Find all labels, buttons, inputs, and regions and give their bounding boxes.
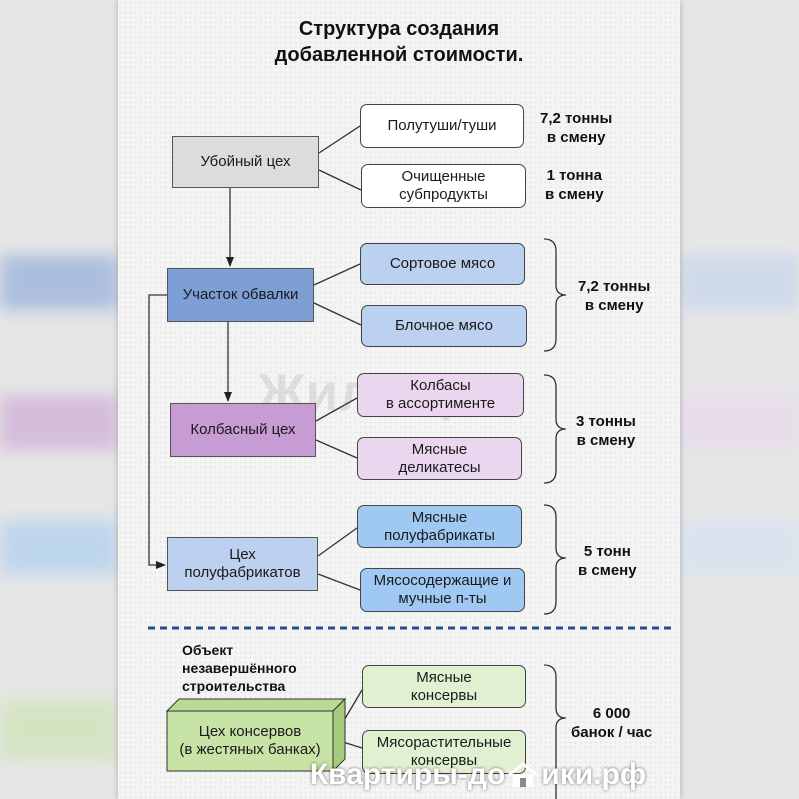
site-watermark: Квартиры-до ики.рф (309, 758, 647, 791)
connector-line (313, 263, 361, 286)
brace (543, 374, 567, 484)
connector-line (317, 573, 361, 591)
sausage-shop-box: Колбасный цех (170, 403, 316, 457)
connector-line (315, 439, 358, 459)
grade-meat-pill: Сортовое мясо (360, 243, 525, 285)
connector-line (318, 125, 361, 154)
arrow-deboning-to-semi (148, 294, 167, 569)
connector-line (342, 741, 363, 749)
slaughter-shop-box: Убойный цех (172, 136, 319, 188)
brace (543, 504, 567, 615)
connector-line (317, 527, 358, 557)
diagram-title: Структура создания добавленной стоимости… (274, 18, 524, 66)
connector-line (318, 169, 362, 191)
cannery-3d-box (165, 697, 347, 773)
brace (543, 664, 567, 799)
unfinished-construction-note: Объект незавершённого строительства (182, 642, 297, 694)
connector-line (313, 302, 362, 326)
block-meat-pill: Блочное мясо (361, 305, 527, 347)
connector-line (342, 689, 363, 723)
cannery-box-label: Цех консервов(в жестяных банках) (179, 723, 321, 758)
carcasses-pill: Полутуши/туши (360, 104, 524, 148)
deboning-box: Участок обвалки (167, 268, 314, 322)
connector-line (315, 397, 358, 422)
house-logo-icon (508, 762, 539, 787)
brace (543, 238, 567, 352)
